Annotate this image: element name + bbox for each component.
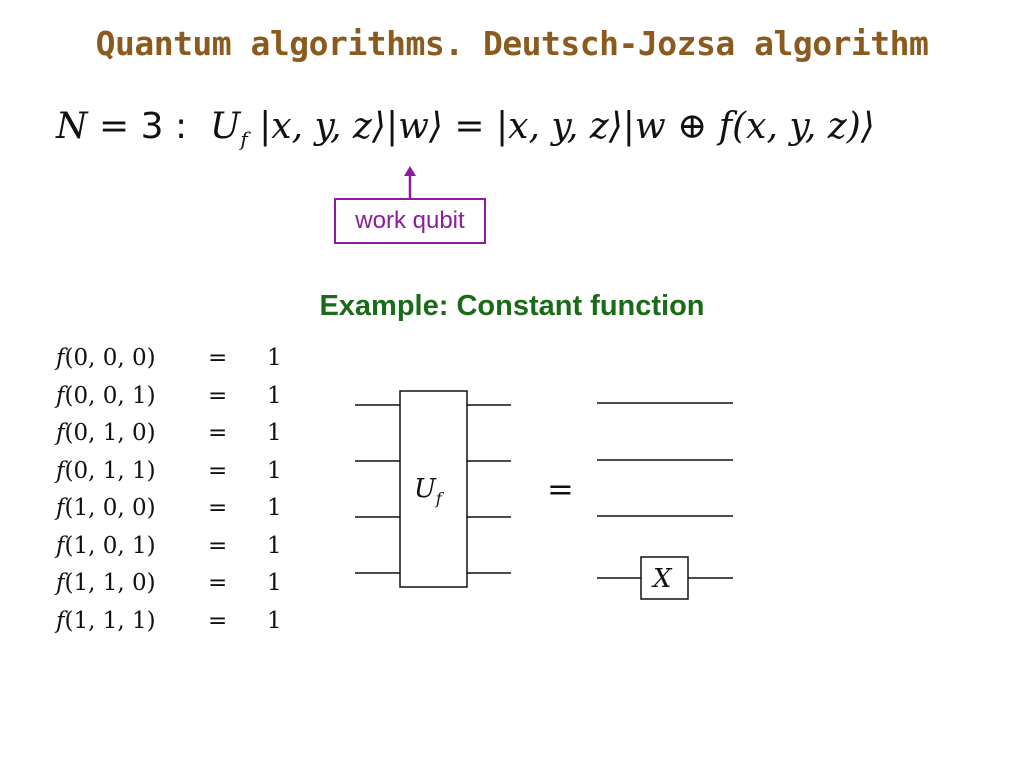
truth-table-row: f(0, 1, 1) = 1	[56, 453, 282, 491]
formula-rhs-work: |w ⊕ f(x, y, z)⟩	[622, 106, 875, 147]
truth-table-row: f(0, 1, 0) = 1	[56, 415, 282, 453]
uf-gate-label: Uf	[414, 474, 445, 508]
formula-unitary: U	[209, 106, 241, 147]
truth-table-input: f(1, 1, 0)	[56, 565, 196, 603]
slide-title: Quantum algorithms. Deutsch-Jozsa algori…	[95, 24, 929, 63]
function-args: (1, 0, 1)	[64, 532, 156, 559]
truth-table-equals: =	[208, 570, 228, 596]
truth-table-row: f(1, 0, 1) = 1	[56, 528, 282, 566]
x-gate-box	[640, 556, 689, 600]
work-qubit-label: work qubit	[334, 198, 486, 244]
truth-table-value: 1	[267, 420, 282, 446]
formula-n-value: 3	[140, 106, 164, 147]
function-args: (0, 0, 0)	[64, 345, 156, 371]
function-symbol: f	[56, 457, 65, 484]
function-args: (1, 1, 0)	[64, 570, 156, 596]
formula-lhs-register: |x, y, z⟩|w⟩	[259, 106, 443, 147]
truth-table-equals: =	[208, 607, 228, 634]
function-args: (1, 0, 0)	[64, 495, 156, 521]
function-args: (0, 1, 1)	[64, 457, 156, 484]
truth-table-input: f(0, 1, 1)	[56, 453, 196, 491]
truth-table-value: 1	[267, 532, 282, 559]
formula-colon: :	[174, 106, 188, 147]
formula-rhs-equals: =	[454, 106, 485, 147]
truth-table-input: f(0, 0, 1)	[56, 378, 196, 416]
function-args: (1, 1, 1)	[64, 607, 156, 634]
truth-table-row: f(0, 0, 1) = 1	[56, 378, 282, 416]
truth-table-row: f(1, 1, 0) = 1	[56, 565, 282, 603]
truth-table-value: 1	[267, 570, 282, 596]
example-heading: Example: Constant function	[319, 290, 705, 322]
oracle-formula: N = 3 : Uf |x, y, z⟩|w⟩ = |x, y, z⟩|w ⊕ …	[56, 106, 1016, 176]
function-args: (0, 1, 0)	[64, 420, 156, 446]
uf-gate-box	[399, 390, 468, 588]
truth-table-equals: =	[208, 420, 228, 446]
truth-table-row: f(1, 0, 0) = 1	[56, 490, 282, 528]
truth-table-input: f(1, 0, 1)	[56, 528, 196, 566]
truth-table-value: 1	[267, 495, 282, 521]
x-gate-label: X	[651, 564, 673, 594]
function-args: (0, 0, 1)	[64, 382, 156, 409]
function-symbol: f	[56, 382, 65, 409]
truth-table-equals: =	[208, 495, 228, 521]
truth-table-input: f(0, 0, 0)	[56, 340, 196, 378]
formula-unitary-sub: f	[240, 127, 248, 152]
truth-table-equals: =	[208, 382, 228, 409]
formula-equals: =	[98, 106, 130, 147]
work-qubit-arrow	[404, 166, 416, 198]
truth-table-value: 1	[267, 607, 282, 634]
truth-table-value: 1	[267, 382, 282, 409]
truth-table-input: f(0, 1, 0)	[56, 415, 196, 453]
function-symbol: f	[56, 532, 65, 559]
function-symbol: f	[56, 607, 65, 634]
truth-table-value: 1	[267, 457, 282, 484]
truth-table-row: f(0, 0, 0) = 1	[56, 340, 282, 378]
equivalent-side: X	[597, 402, 733, 600]
truth-table-value: 1	[267, 345, 282, 371]
truth-table-input: f(1, 1, 1)	[56, 603, 196, 641]
truth-table-equals: =	[208, 457, 228, 484]
truth-table-row: f(1, 1, 1) = 1	[56, 603, 282, 641]
function-symbol: f	[56, 495, 65, 521]
circuit-equals: =	[547, 470, 574, 508]
oracle-side: Uf	[355, 390, 511, 588]
formula-rhs-register: |x, y, z⟩	[496, 106, 623, 147]
truth-table-equals: =	[208, 345, 228, 371]
truth-table-equals: =	[208, 532, 228, 559]
function-symbol: f	[56, 570, 65, 596]
function-symbol: f	[56, 345, 65, 371]
function-symbol: f	[56, 420, 65, 446]
truth-table-input: f(1, 0, 0)	[56, 490, 196, 528]
formula-n: N	[56, 106, 88, 147]
